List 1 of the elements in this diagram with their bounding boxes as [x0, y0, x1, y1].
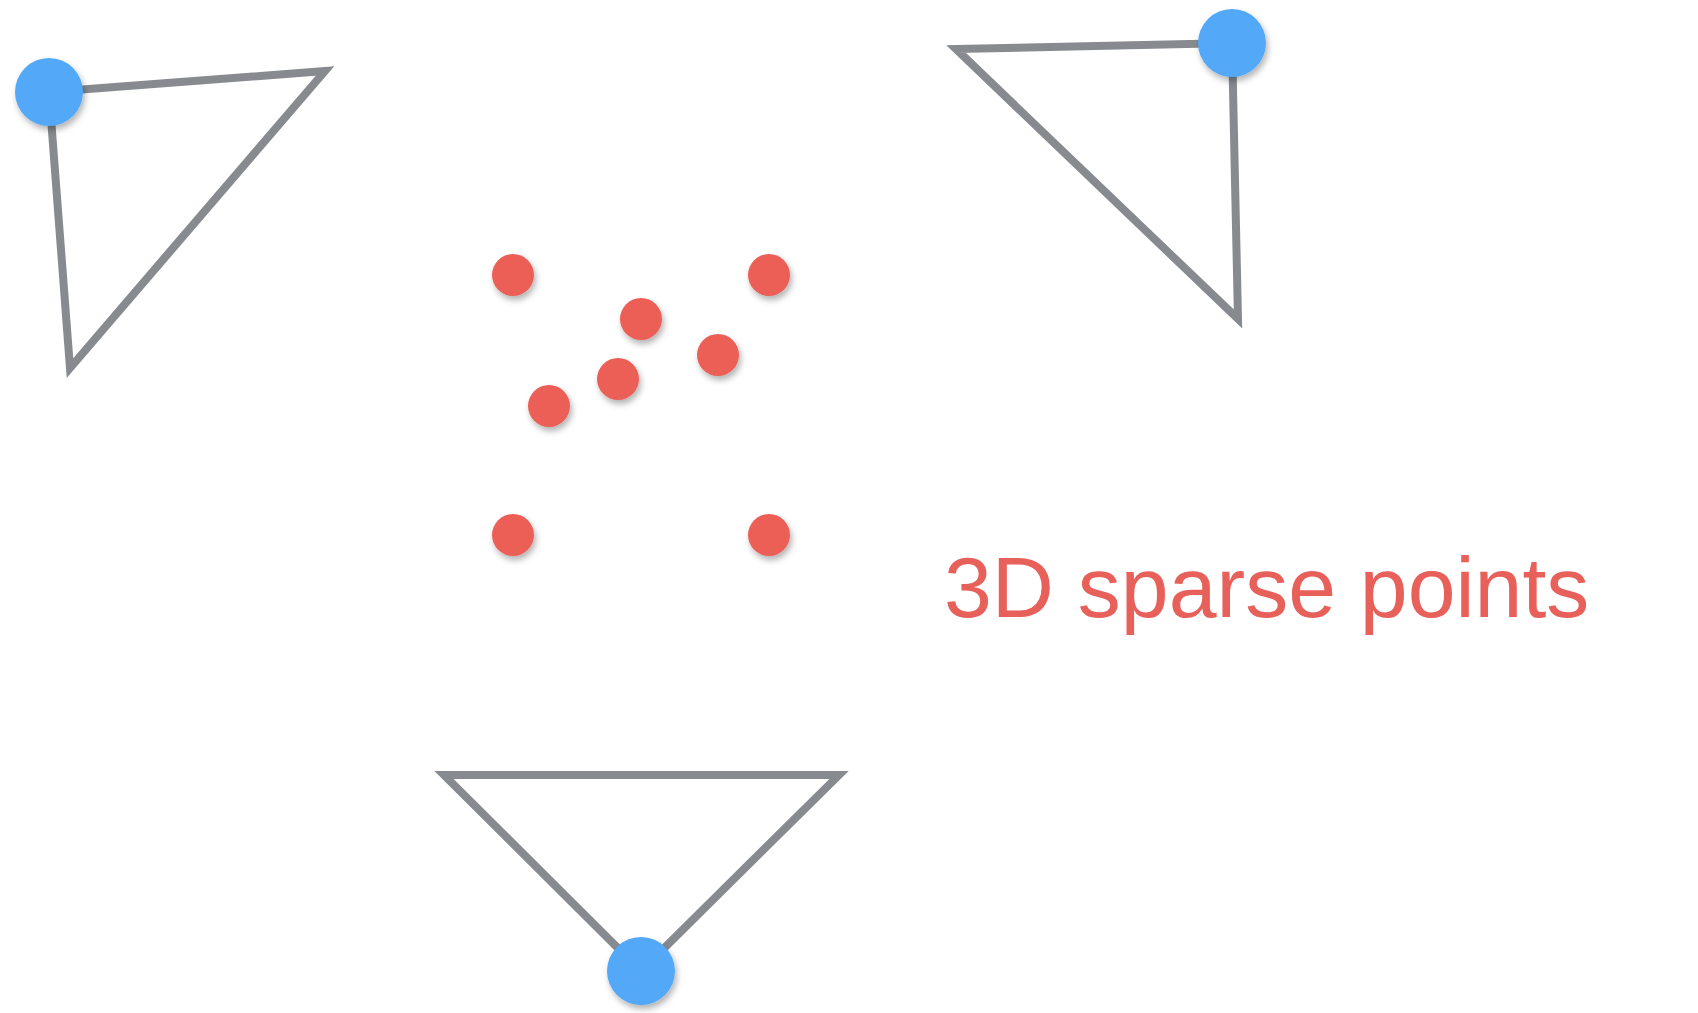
- caption-text: 3D sparse points: [944, 540, 1590, 635]
